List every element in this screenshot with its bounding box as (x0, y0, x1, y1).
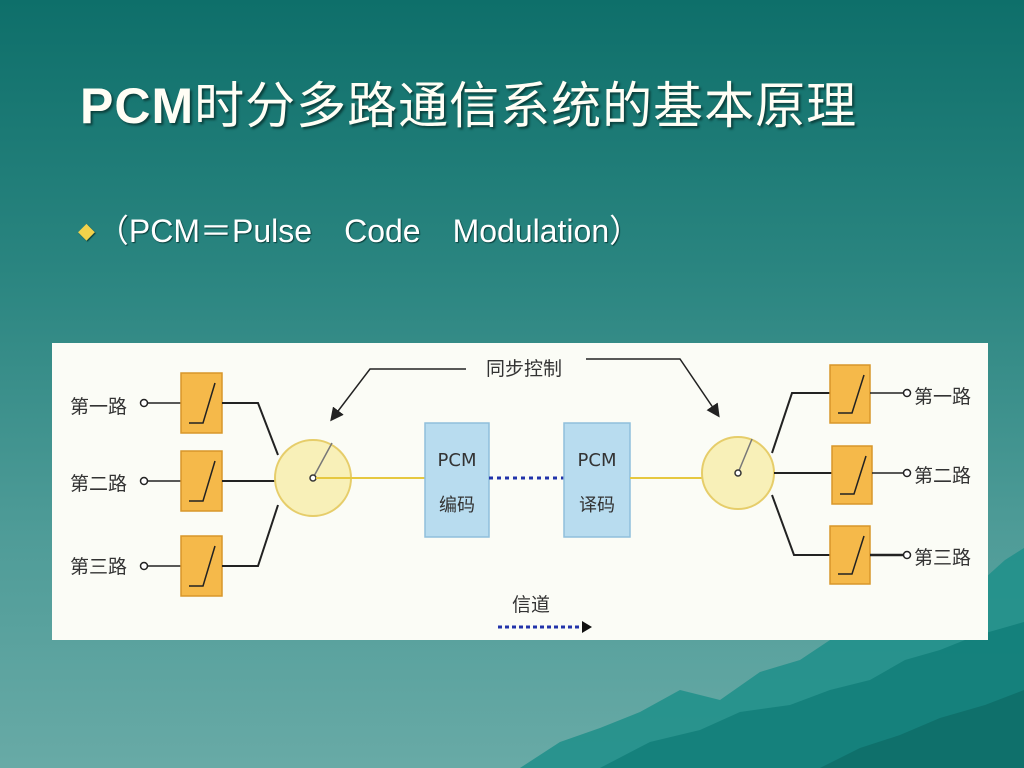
input-channel-3: 第三路 (70, 504, 279, 597)
output-channel-1: 第一路 (771, 364, 971, 454)
input-label-3: 第三路 (70, 556, 127, 578)
output-commutator (701, 436, 775, 510)
channel-arrow-icon (582, 621, 592, 633)
decoder-line1: PCM (578, 450, 617, 471)
output-terminal-2 (902, 468, 912, 478)
input-terminal-1 (139, 398, 149, 408)
diamond-bullet-icon: ◆ (78, 218, 95, 243)
output-filter-3 (829, 525, 871, 585)
title-pcm: PCM (80, 78, 195, 134)
diagram-svg: 同步控制 第一路 第二路 第三路 (70, 358, 971, 633)
sync-arrow-left (330, 368, 466, 422)
input-label-1: 第一路 (70, 396, 127, 418)
output-terminal-3 (902, 550, 912, 560)
output-channel-2: 第二路 (774, 445, 971, 505)
sync-arrow-right (586, 358, 720, 418)
input-channel-2: 第二路 (70, 450, 276, 512)
output-terminal-1 (902, 388, 912, 398)
input-filter-2 (180, 450, 223, 512)
input-terminal-3 (139, 561, 149, 571)
input-filter-1 (180, 372, 223, 434)
encoder-line1: PCM (438, 450, 477, 471)
output-label-1: 第一路 (914, 386, 971, 408)
input-terminal-2 (139, 476, 149, 486)
channel-label: 信道 (512, 594, 550, 616)
output-label-2: 第二路 (914, 465, 971, 487)
pcm-encoder-box: PCM 编码 (424, 422, 490, 538)
pcm-tdm-diagram: 同步控制 第一路 第二路 第三路 (52, 343, 988, 640)
decoder-line2: 译码 (579, 495, 615, 516)
input-filter-3 (180, 535, 223, 597)
slide-title: PCM时分多路通信系统的基本原理 (80, 66, 857, 138)
title-rest: 时分多路通信系统的基本原理 (194, 77, 858, 135)
input-label-2: 第二路 (70, 473, 127, 495)
bullet-text: （PCM＝Pulse Code Modulation） (96, 213, 642, 249)
pcm-decoder-box: PCM 译码 (563, 422, 631, 538)
output-label-3: 第三路 (914, 547, 971, 569)
sync-control-label: 同步控制 (486, 358, 562, 380)
output-filter-1 (829, 364, 871, 424)
output-filter-2 (831, 445, 873, 505)
input-channel-1: 第一路 (70, 372, 279, 456)
encoder-line2: 编码 (439, 495, 475, 516)
output-channel-3: 第三路 (771, 494, 971, 585)
bullet-item: ◆（PCM＝Pulse Code Modulation） (78, 206, 641, 252)
input-commutator (274, 439, 352, 517)
